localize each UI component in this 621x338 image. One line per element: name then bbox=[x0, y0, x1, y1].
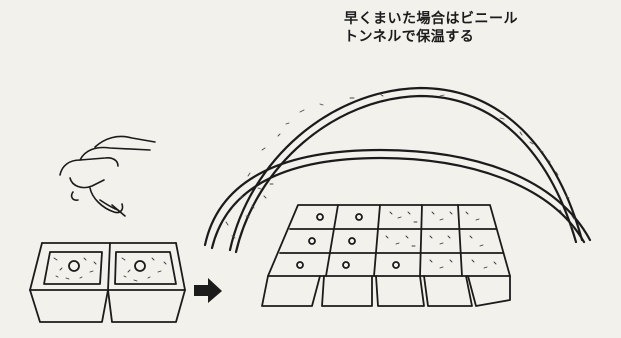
caption-line-2: トンネルで保温する bbox=[344, 29, 475, 45]
large-seed-tray bbox=[261, 204, 511, 307]
tunnel-caption: 早くまいた場合はビニール トンネルで保温する bbox=[344, 10, 604, 46]
caption-line-1: 早くまいた場合はビニール bbox=[344, 11, 518, 27]
right-arrow-icon bbox=[194, 278, 222, 303]
soil-texture-small bbox=[53, 257, 167, 282]
vinyl-tunnel-hoops bbox=[203, 86, 592, 254]
small-seed-tray bbox=[29, 242, 186, 323]
vinyl-sheet-texture bbox=[225, 93, 575, 239]
soil-texture-large bbox=[385, 211, 497, 269]
hand-sowing-seed-icon bbox=[59, 135, 156, 217]
